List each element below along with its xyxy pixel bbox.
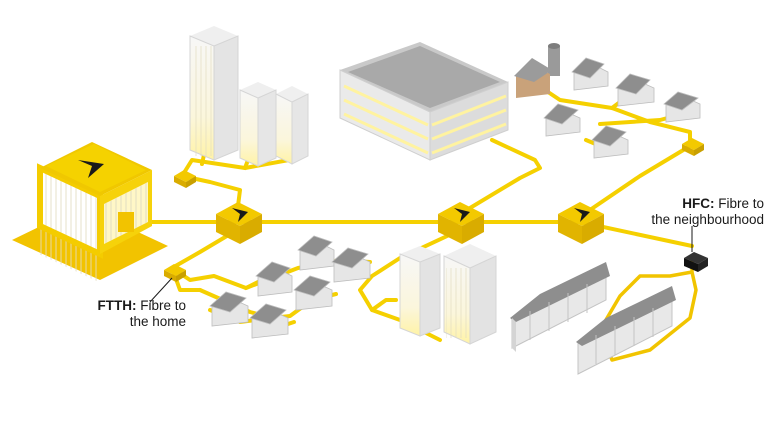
chevron-node-icon bbox=[574, 208, 590, 222]
house-icon bbox=[249, 303, 289, 339]
ftth-line1: Fibre to bbox=[140, 298, 186, 313]
node-3 bbox=[558, 202, 604, 244]
chevron-node-icon bbox=[232, 208, 248, 222]
barn bbox=[514, 43, 560, 98]
chevron-node-icon bbox=[454, 208, 470, 222]
chevron-logo-icon bbox=[78, 160, 104, 178]
hfc-terraces bbox=[510, 262, 676, 375]
ftth-leader-line bbox=[149, 277, 173, 303]
ftth-node bbox=[164, 264, 186, 282]
house-icon bbox=[255, 261, 293, 297]
small-node bbox=[174, 170, 196, 188]
house-icon bbox=[663, 91, 701, 123]
house-icon bbox=[591, 125, 629, 159]
line-to-office bbox=[458, 138, 542, 216]
ftth-title: FTTH: bbox=[97, 298, 137, 313]
node-1 bbox=[216, 202, 262, 244]
house-icon bbox=[209, 291, 249, 327]
house-icon bbox=[571, 57, 609, 91]
house-icon bbox=[615, 73, 655, 107]
small-node bbox=[682, 138, 704, 156]
ftth-houses bbox=[209, 235, 371, 339]
node-2 bbox=[438, 202, 484, 244]
house-icon bbox=[331, 247, 371, 283]
center-towers bbox=[399, 244, 497, 345]
hfc-title: HFC: bbox=[682, 196, 715, 211]
ftth-label: FTTH: Fibre to the home bbox=[64, 298, 186, 330]
house-icon bbox=[293, 275, 333, 311]
hfc-node bbox=[684, 252, 708, 272]
house-icon bbox=[297, 235, 335, 271]
headquarters-building bbox=[12, 142, 168, 283]
hfc-line1: Fibre to bbox=[718, 196, 764, 211]
tower-cluster bbox=[189, 26, 309, 167]
house-icon bbox=[543, 103, 581, 137]
office-block bbox=[339, 42, 509, 161]
hfc-line2: the neighbourhood bbox=[651, 212, 764, 227]
ftth-line2: the home bbox=[129, 314, 186, 329]
line-to-suburb bbox=[546, 90, 692, 216]
suburb-houses bbox=[543, 57, 701, 159]
hfc-label: HFC: Fibre to the neighbourhood bbox=[604, 196, 764, 228]
